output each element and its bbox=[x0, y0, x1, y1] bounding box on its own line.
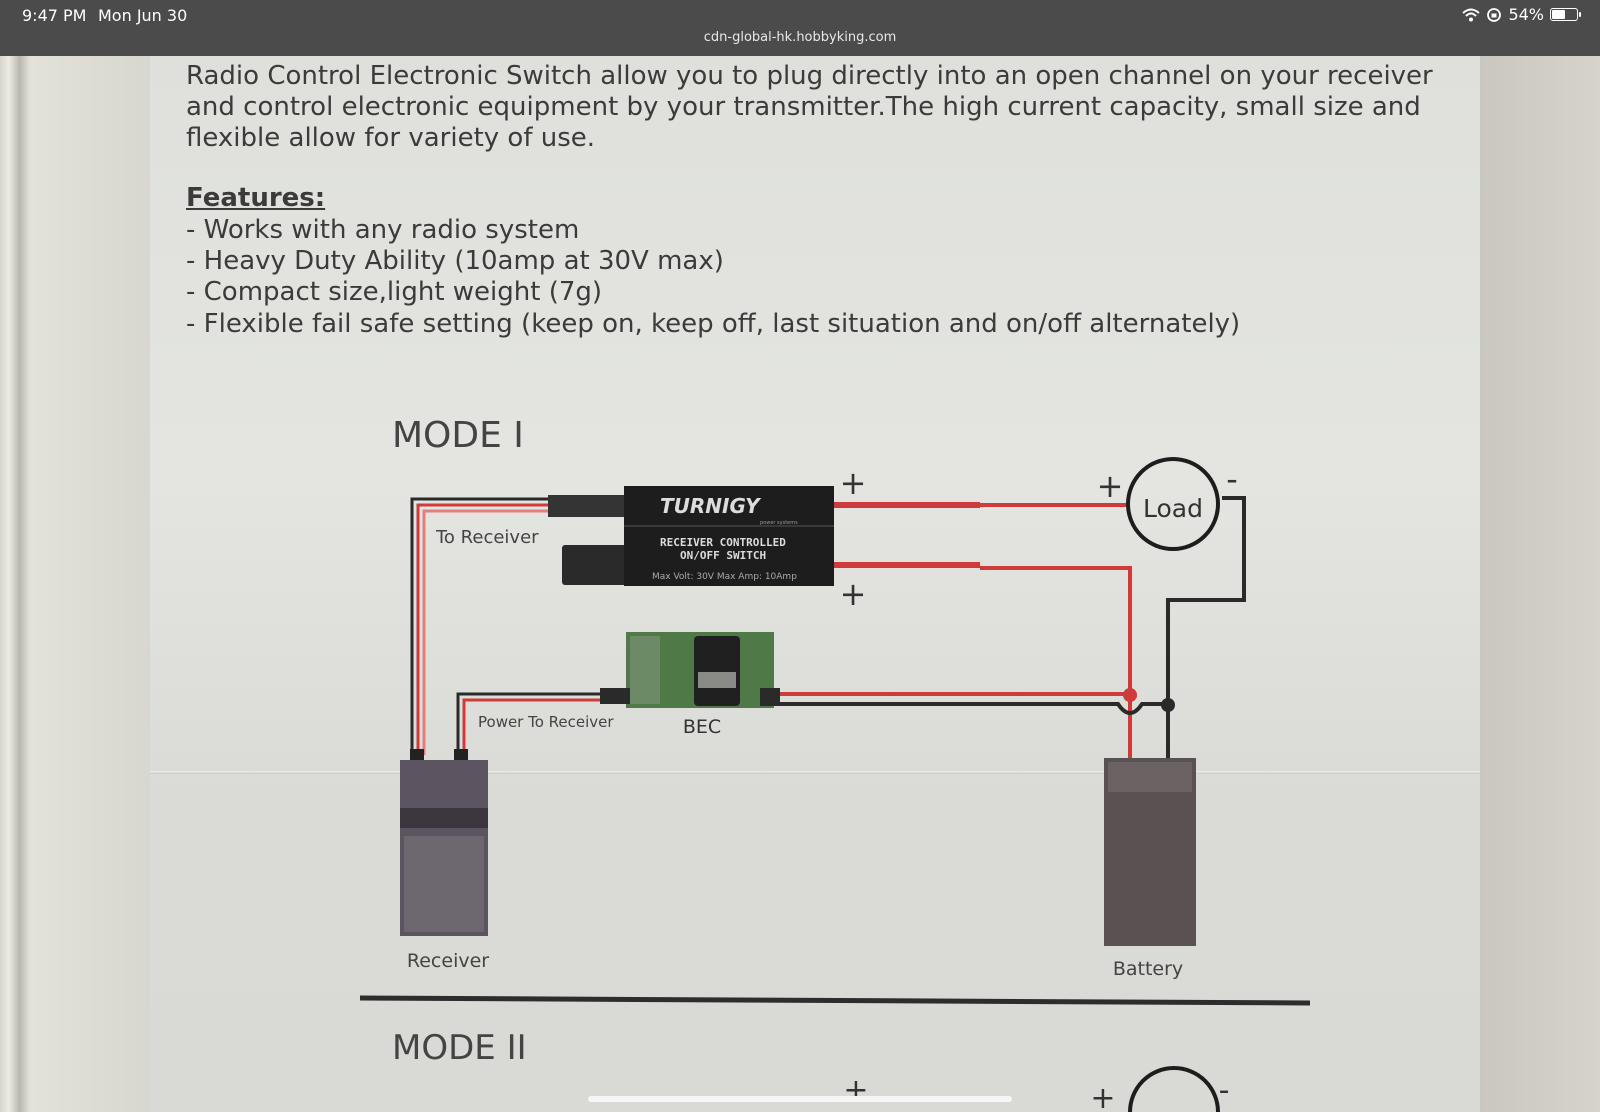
bec-wires bbox=[456, 688, 1175, 755]
load: Load bbox=[1126, 457, 1220, 551]
mode2-load-circle bbox=[1128, 1066, 1220, 1112]
signal-wire-bundle bbox=[410, 497, 565, 755]
wall-background-left bbox=[0, 56, 150, 1112]
status-time: 9:47 PM bbox=[22, 6, 87, 25]
label-to-receiver: To Receiver bbox=[435, 527, 539, 548]
bec-label: BEC bbox=[683, 716, 721, 738]
switch-subtitle: power systems bbox=[760, 520, 798, 526]
intro-paragraph: Radio Control Electronic Switch allow yo… bbox=[186, 61, 1433, 154]
switch-connector bbox=[562, 545, 630, 585]
switch-brand: TURNIGY bbox=[660, 494, 762, 518]
load-minus: - bbox=[1226, 460, 1238, 498]
receiver: Receiver bbox=[400, 749, 489, 972]
switch-module: TURNIGY power systems RECEIVER CONTROLLE… bbox=[548, 486, 834, 586]
mode2-load-plus: + bbox=[1090, 1081, 1115, 1112]
home-indicator[interactable] bbox=[588, 1096, 1012, 1102]
receiver-label: Receiver bbox=[407, 950, 489, 972]
switch-plus-bottom: + bbox=[840, 575, 867, 613]
load-wires bbox=[834, 496, 1246, 762]
label-power-to-receiver: Power To Receiver bbox=[478, 713, 614, 731]
bec-module: BEC bbox=[600, 632, 780, 738]
switch-label-line2: ON/OFF SWITCH bbox=[680, 549, 766, 562]
switch-signal-connector bbox=[548, 495, 626, 517]
feature-item: - Works with any radio system bbox=[186, 215, 580, 245]
intro-line: flexible allow for variety of use. bbox=[186, 123, 596, 153]
intro-line: Radio Control Electronic Switch allow yo… bbox=[186, 61, 1433, 91]
battery-pack: Battery bbox=[1104, 758, 1196, 980]
mode2-partial: + + - bbox=[843, 1066, 1230, 1112]
battery-fill bbox=[1552, 10, 1565, 19]
battery-icon bbox=[1550, 8, 1581, 21]
switch-plus-top: + bbox=[840, 464, 867, 502]
mode2-load-minus: - bbox=[1219, 1073, 1230, 1108]
switch-specs: Max Volt: 30V Max Amp: 10Amp bbox=[652, 572, 797, 582]
battery-percent: 54% bbox=[1508, 5, 1544, 24]
orientation-lock-icon bbox=[1487, 7, 1502, 22]
load-circle bbox=[1126, 457, 1220, 551]
section-divider bbox=[359, 995, 1311, 1006]
feature-item: - Flexible fail safe setting (keep on, k… bbox=[186, 309, 1241, 339]
wall-background-right bbox=[1480, 56, 1600, 1112]
mode1-title: MODE I bbox=[392, 415, 524, 456]
load-label: Load bbox=[1143, 494, 1203, 523]
status-date: Mon Jun 30 bbox=[98, 6, 188, 25]
mode2-title: MODE II bbox=[392, 1028, 527, 1068]
features-heading: Features: bbox=[186, 183, 326, 213]
switch-body bbox=[624, 486, 834, 586]
feature-item: - Compact size,light weight (7g) bbox=[186, 277, 603, 307]
paper-fold-line bbox=[150, 771, 1480, 774]
load-plus: + bbox=[1097, 467, 1124, 505]
address-url[interactable]: cdn-global-hk.hobbyking.com bbox=[703, 30, 897, 45]
mode2-plus: + bbox=[843, 1073, 868, 1108]
switch-label-line1: RECEIVER CONTROLLED bbox=[660, 536, 786, 549]
battery-label: Battery bbox=[1113, 958, 1183, 980]
status-bar: 9:47 PM Mon Jun 30 cdn-global-hk.hobbyki… bbox=[0, 0, 1600, 56]
wifi-icon bbox=[1462, 8, 1481, 21]
status-indicators: 54% bbox=[1462, 5, 1581, 24]
intro-line: and control electronic equipment by your… bbox=[186, 92, 1421, 122]
feature-item: - Heavy Duty Ability (10amp at 30V max) bbox=[186, 246, 724, 276]
